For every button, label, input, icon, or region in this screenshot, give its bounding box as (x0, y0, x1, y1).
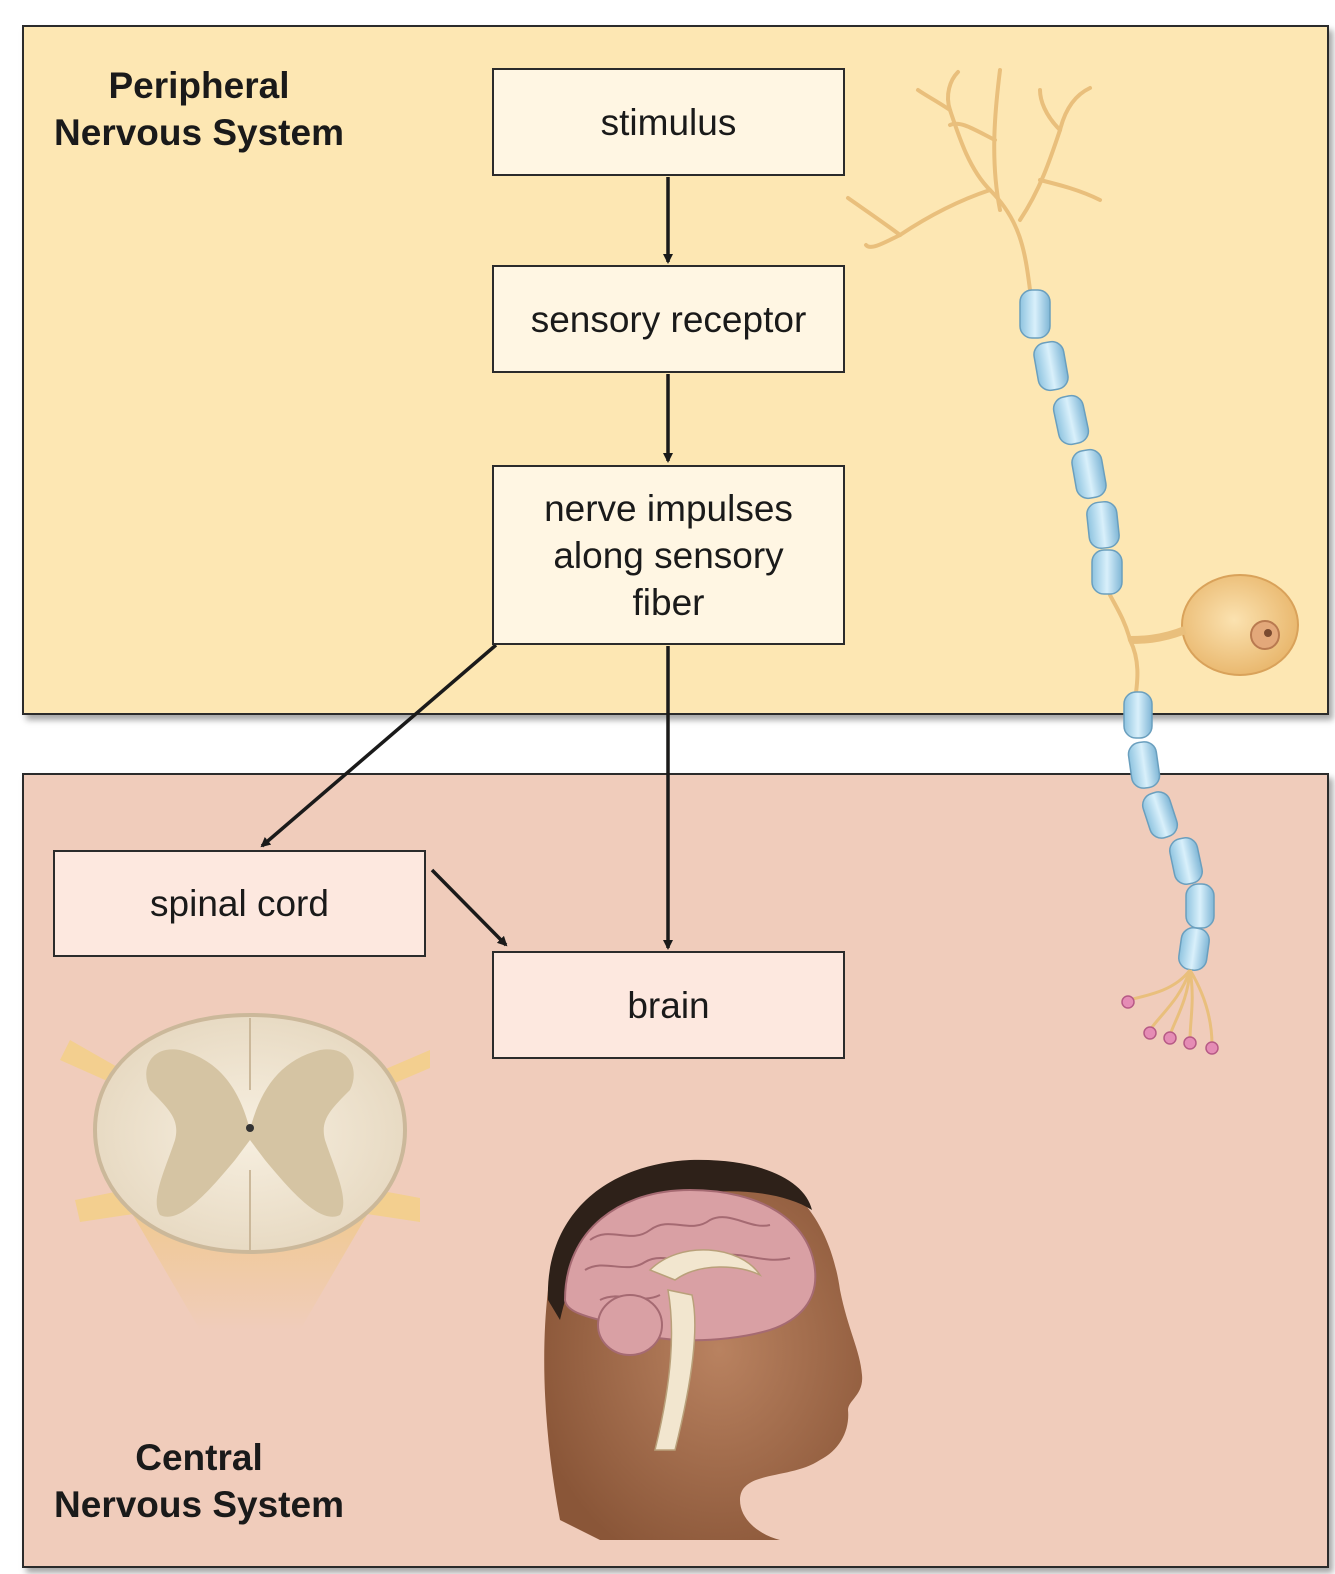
peripheral-nervous-system-title: Peripheral Nervous System (54, 65, 344, 153)
stimulus-box: stimulus (492, 68, 845, 176)
spinal-cord-cross-section-illustration (60, 1012, 430, 1330)
brain-box: brain (492, 951, 845, 1059)
arrow-impulses-to-spinal-cord (260, 643, 498, 848)
central-nervous-system-title: Central Nervous System (54, 1437, 344, 1525)
arrow-spinal-cord-to-brain (430, 868, 508, 947)
sensory-neuron-illustration (846, 68, 1299, 1055)
head-brain-sagittal-illustration (544, 1159, 863, 1540)
nerve-impulses-box: nerve impulses along sensory fiber (492, 465, 845, 645)
sensory-receptor-box: sensory receptor (492, 265, 845, 373)
spinal-cord-box: spinal cord (53, 850, 426, 957)
